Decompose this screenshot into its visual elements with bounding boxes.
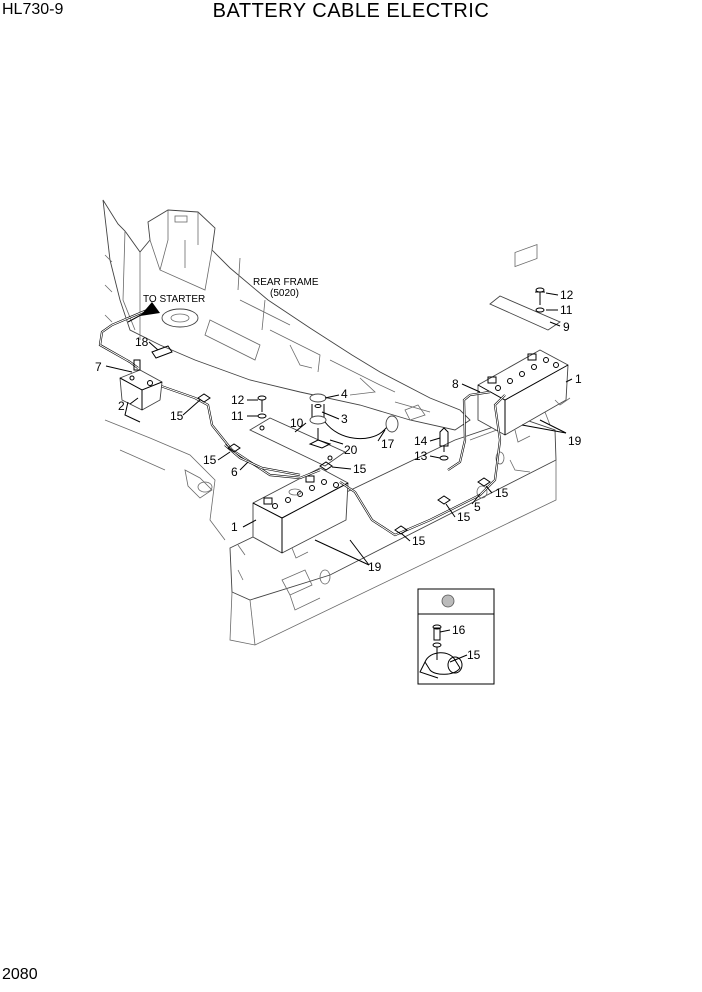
model-code: HL730-9 [2, 1, 64, 18]
washer-11-plate [257, 413, 267, 419]
cover-plate [489, 295, 561, 331]
part-label-13: 13 [414, 449, 428, 463]
part-label-1: 1 [231, 520, 238, 534]
master-switch-assembly [249, 393, 346, 467]
part-label-5: 5 [474, 500, 481, 514]
part-label-2: 2 [118, 399, 125, 413]
part-label-15: 15 [457, 510, 471, 524]
detail-label-16: 16 [452, 623, 466, 637]
page-number: 2080 [2, 966, 38, 983]
detail-label-15: 15 [467, 648, 481, 662]
detail-view-icon [441, 594, 455, 608]
part-label-8: 8 [452, 377, 459, 391]
part-label-12: 12 [231, 393, 245, 407]
part-label-15: 15 [495, 486, 509, 500]
battery-relay [119, 345, 173, 423]
part-label-14: 14 [414, 434, 428, 448]
part-label-9: 9 [563, 320, 570, 334]
bolt-14 [439, 427, 449, 452]
bolt-12-plate [257, 395, 267, 412]
part-label-3: 3 [341, 412, 348, 426]
to-starter-label: TO STARTER [143, 294, 205, 305]
part-label-4: 4 [341, 387, 348, 401]
rear-frame-code: (5020) [270, 288, 299, 299]
cable-17 [324, 419, 391, 440]
part-label-19: 19 [368, 560, 382, 574]
part-label-6: 6 [231, 465, 238, 479]
part-label-15: 15 [412, 534, 426, 548]
part-label-11: 11 [560, 303, 573, 317]
part-label-11: 11 [231, 409, 244, 423]
bolt-12-cover [535, 287, 545, 305]
leader-lines [105, 292, 573, 663]
part-label-1: 1 [575, 372, 582, 386]
part-label-7: 7 [95, 360, 102, 374]
part-label-18: 18 [135, 335, 149, 349]
part-label-15: 15 [353, 462, 367, 476]
part-label-15: 15 [170, 409, 184, 423]
cable-clips [197, 393, 491, 535]
part-label-17: 17 [381, 437, 395, 451]
page-title: BATTERY CABLE ELECTRIC [212, 0, 490, 22]
rear-frame-label: REAR FRAME [253, 277, 319, 288]
battery-left [252, 467, 349, 559]
part-label-20: 20 [344, 443, 358, 457]
part-label-15: 15 [203, 453, 217, 467]
part-label-19: 19 [568, 434, 582, 448]
battery-right [477, 349, 571, 443]
cable-17-cap [385, 415, 399, 433]
part-label-12: 12 [560, 288, 574, 302]
part-label-10: 10 [290, 416, 304, 430]
detail-inset [417, 588, 495, 685]
rear-frame [102, 199, 557, 646]
washer-11-cover [535, 307, 545, 313]
